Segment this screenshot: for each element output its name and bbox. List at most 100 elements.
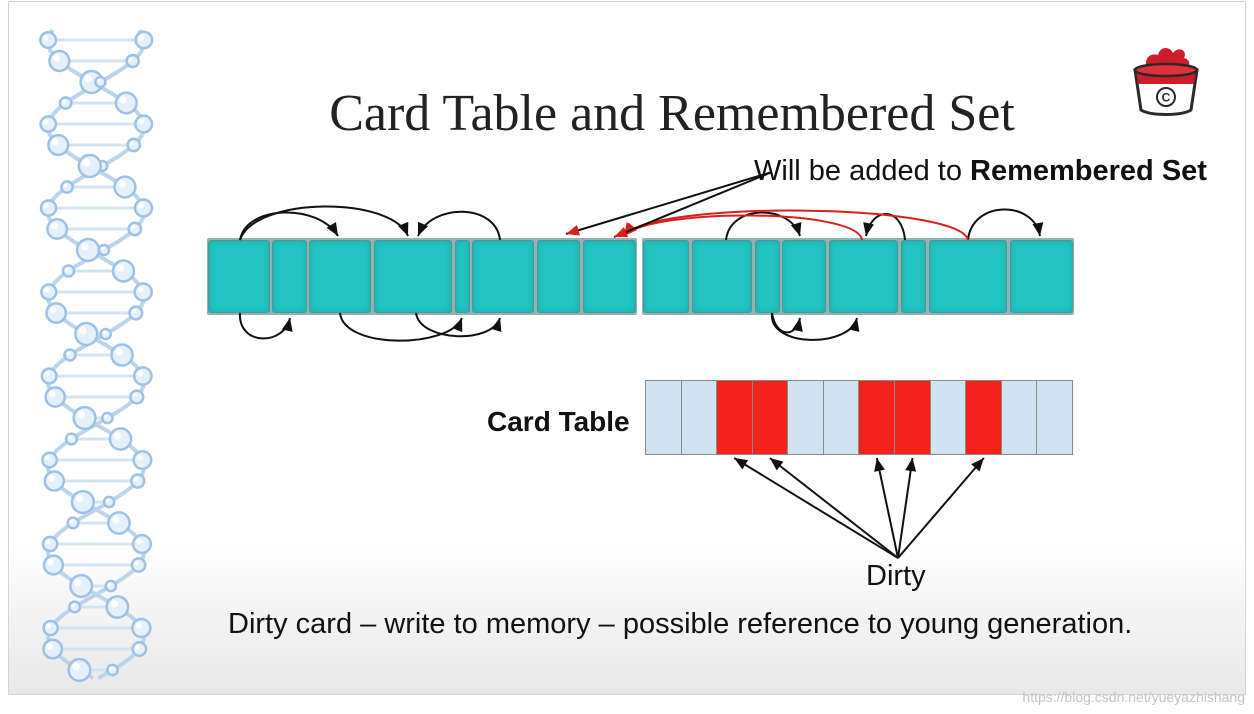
helix-bead [60,180,74,194]
helix-bead [126,137,142,153]
card-table [645,380,1073,455]
helix-bead [129,473,146,489]
helix-bead-highlight [132,392,138,398]
dna-helix-decoration [39,28,154,683]
card-cell-clean [930,381,967,454]
helix-bead [131,641,148,657]
helix-bead [111,259,136,283]
annotation-text: Will be added to [754,155,971,187]
helix-bead [102,495,116,509]
helix-bead-highlight [61,99,66,104]
helix-bead-highlight [63,183,68,188]
helix-bead-highlight [43,287,50,293]
helix-bead-highlight [48,390,56,398]
helix-bead-highlight [49,306,57,314]
helix-bead [127,221,143,237]
logo-cup-rim [1133,62,1199,78]
helix-bead-highlight [138,118,145,125]
helix-bead-highlight [43,203,49,209]
helix-bead-highlight [45,539,51,545]
helix-bead [99,327,113,341]
card-cell-dirty [895,381,931,454]
helix-bead-highlight [136,454,143,461]
helix-bead-highlight [44,455,50,461]
heap-object [537,240,580,313]
heap-object [692,240,752,313]
helix-bead [45,302,68,324]
helix-bead [69,573,94,599]
helix-bead-highlight [48,474,55,482]
helix-bead-highlight [112,516,120,524]
helix-bead [107,511,131,535]
helix-bead-highlight [100,246,105,251]
heap-object [755,240,780,313]
helix-bead-highlight [129,141,135,146]
helix-bead-highlight [51,138,59,146]
helix-bead-highlight [107,582,112,587]
helix-bead [101,411,114,425]
helix-bead-highlight [110,600,118,608]
helix-bead-highlight [137,286,144,293]
helix-bead [125,53,140,69]
heap-object [208,240,270,313]
helix-bead-highlight [43,34,49,41]
helix-bead-highlight [44,371,50,377]
helix-bead [131,617,152,639]
logo-badge [1156,87,1176,107]
slide-title: Card Table and Remembered Set [329,85,1015,142]
helix-bead-highlight [69,519,74,524]
helix-bead-highlight [82,158,91,167]
heap-object [1010,240,1073,313]
heap-object [929,240,1007,313]
helix-bead-highlight [137,370,144,377]
helix-bead-highlight [75,494,84,503]
helix-bead-highlight [130,224,136,230]
helix-bead-highlight [80,242,89,251]
helix-bead-highlight [109,666,113,671]
watermark: https://blog.csdn.net/yueyazhishang [1022,689,1245,705]
helix-bead-highlight [105,498,110,503]
card-cell-clean [681,381,718,454]
card-cell-dirty [717,381,753,454]
helix-bead [47,133,70,157]
helix-bead-highlight [71,603,75,608]
helix-bead-highlight [119,96,127,104]
helix-bead-highlight [134,560,139,566]
helix-bead-highlight [118,180,126,188]
helix-bead [39,199,58,217]
helix-bead [134,114,154,134]
heap-object [374,240,452,313]
helix-bead [131,533,153,555]
helix-bead [114,91,138,115]
helix-bead [40,367,58,385]
helix-bead-highlight [136,538,143,545]
helix-bead [42,638,64,660]
slide-background-shade [9,540,1245,694]
helix-bead [66,516,80,530]
helix-bead-highlight [138,34,145,41]
heap-object [901,240,926,313]
helix-bead [106,663,119,677]
helix-bead-highlight [66,351,71,356]
helix-bead-highlight [102,330,106,335]
dirty-label: Dirty [866,560,926,592]
helix-bead [42,554,65,576]
helix-bead [44,386,67,408]
remembered-set-annotation: Will be added to Remembered Set [754,157,1207,186]
card-cell-clean [646,381,682,454]
helix-bead [67,657,92,683]
helix-bead [40,283,58,301]
helix-bead [130,557,147,573]
helix-bead-highlight [115,348,123,356]
card-cell-clean [1037,381,1072,454]
helix-bead [70,489,95,515]
card-cell-clean [788,381,824,454]
helix-bead-highlight [43,119,49,125]
helix-bead-highlight [134,644,140,650]
helix-bead [58,96,73,110]
heap-object [272,240,307,313]
helix-bead-highlight [135,622,142,629]
heap-object [583,240,636,313]
heap-object [829,240,898,313]
heap-object [643,240,689,313]
